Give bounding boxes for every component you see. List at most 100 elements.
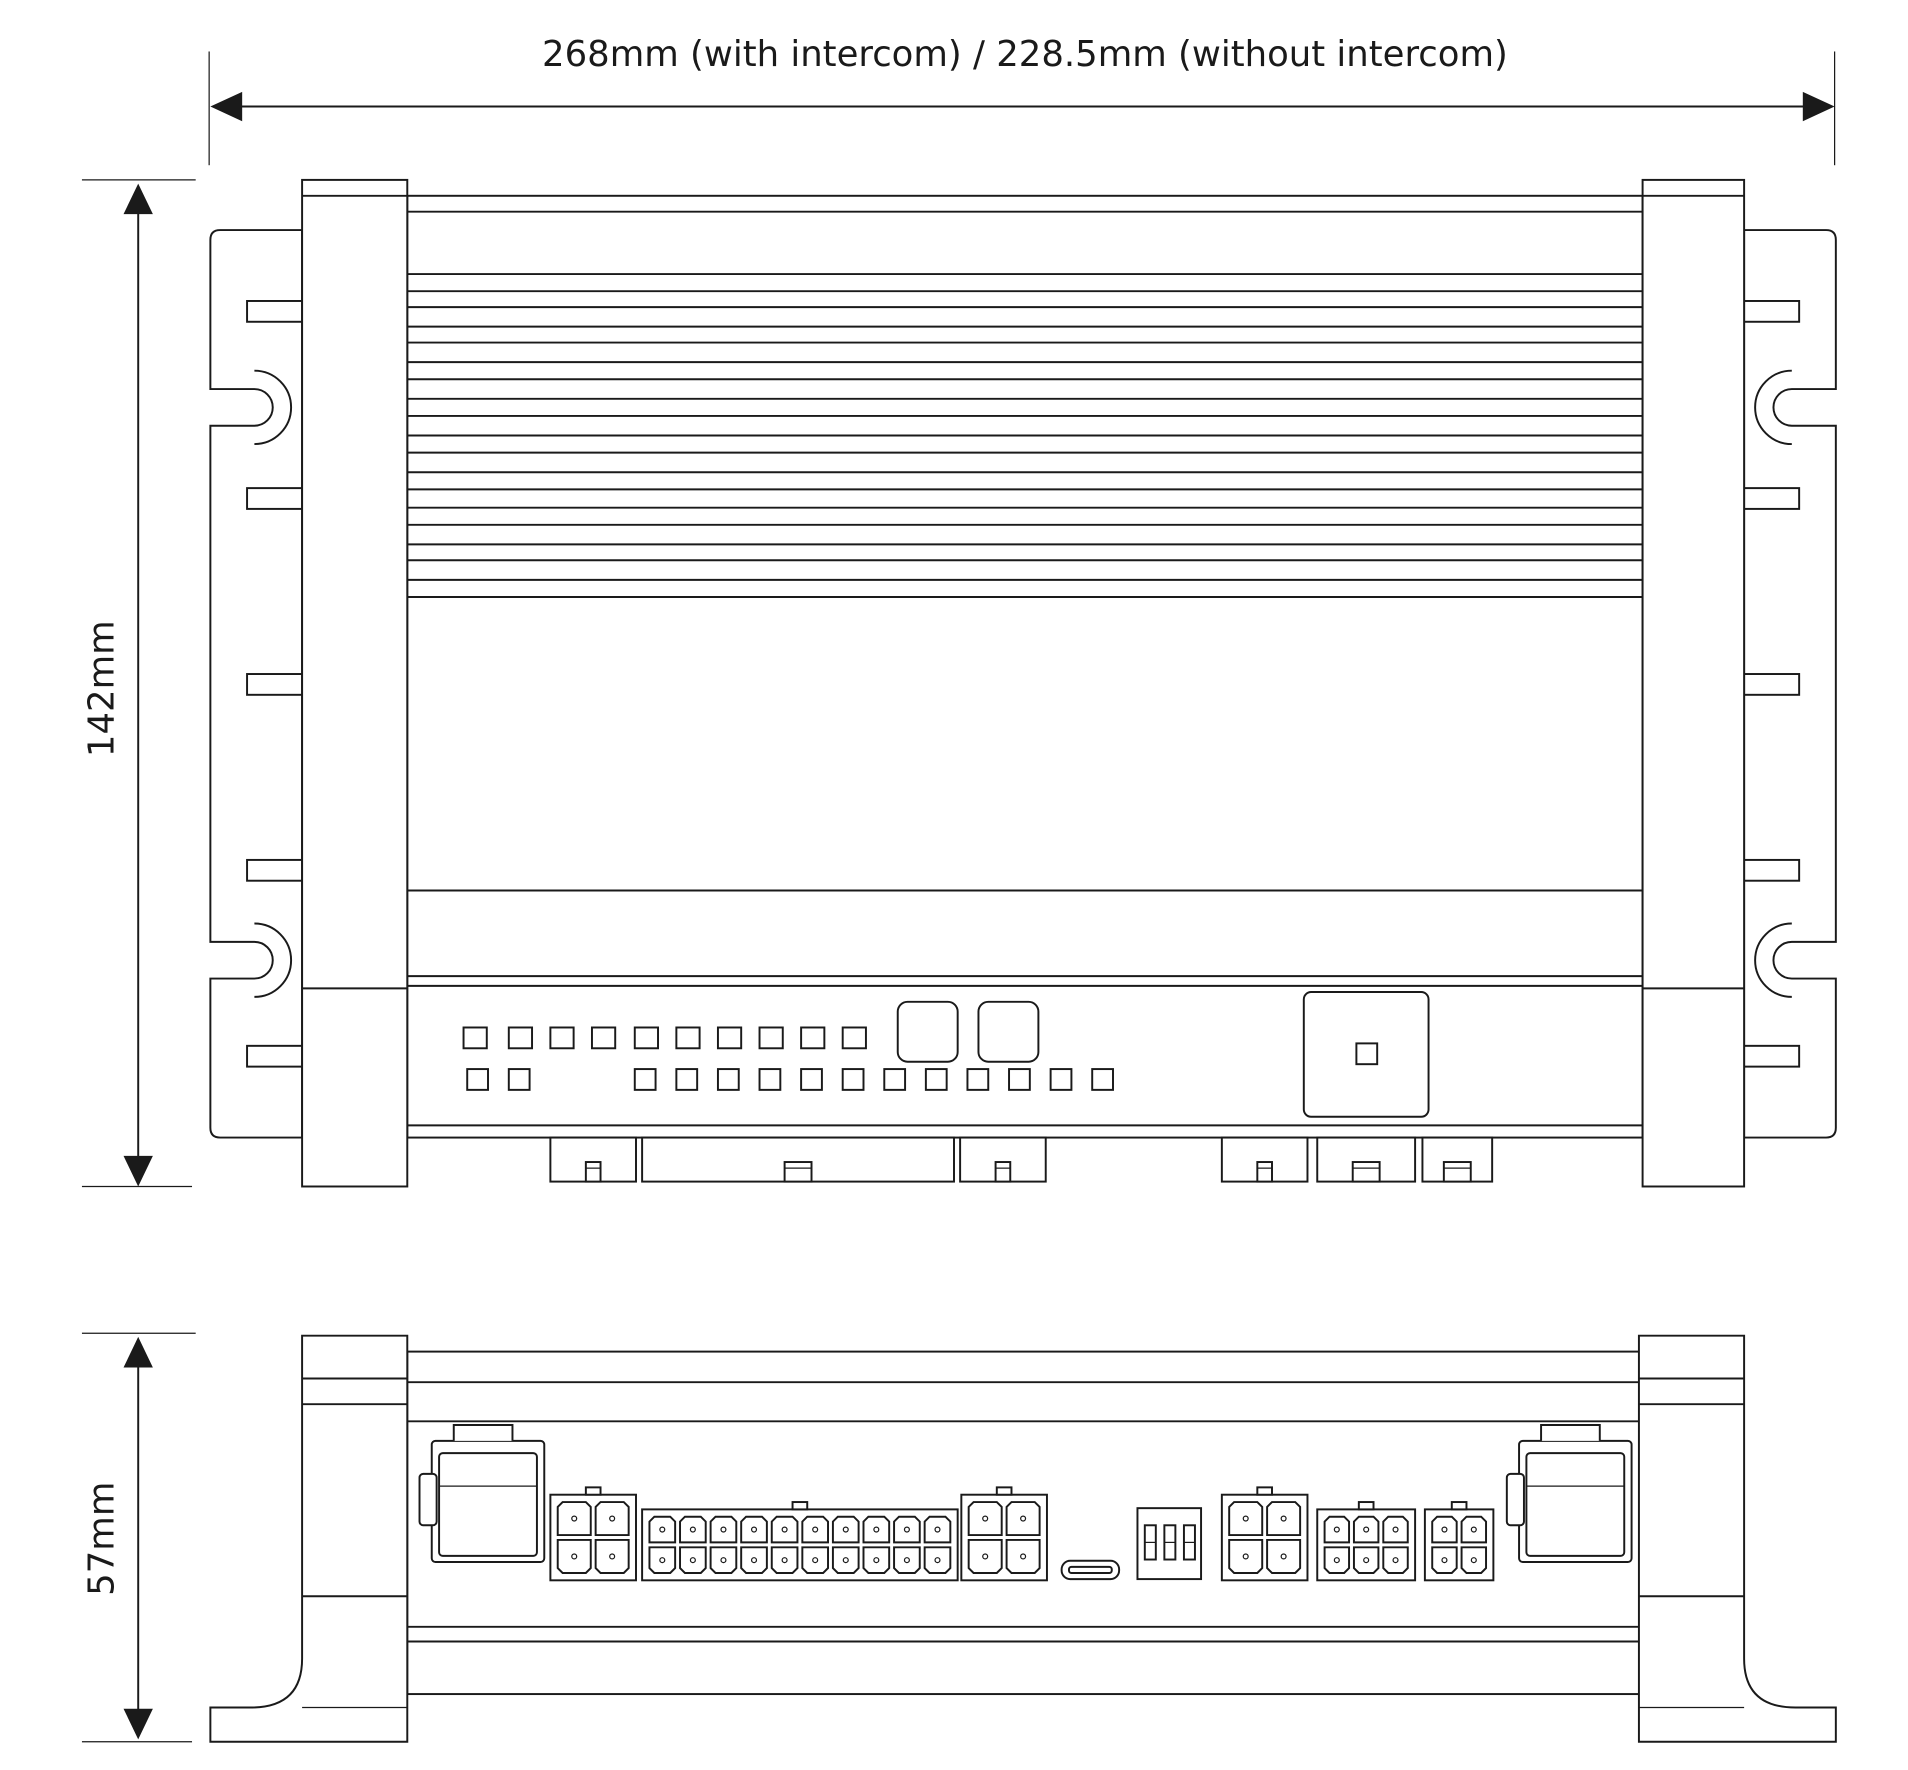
- cap-foot: [1637, 1334, 1837, 1743]
- flange-tab: [1743, 673, 1801, 696]
- pin-contact: [842, 1526, 849, 1533]
- connector-pin: [1431, 1515, 1458, 1544]
- connector-pin: [1460, 1515, 1488, 1544]
- connector-clip: [1505, 1472, 1525, 1527]
- 4-pin-connector: [960, 1493, 1048, 1582]
- pin-contact: [720, 1526, 727, 1533]
- pin-contact: [982, 1515, 989, 1522]
- top-view: [209, 178, 1837, 1188]
- led-indicator: [462, 1026, 488, 1050]
- led-indicator: [1049, 1068, 1073, 1091]
- pin-contact: [781, 1557, 788, 1564]
- flange-tab: [1743, 300, 1801, 323]
- led-indicator: [966, 1068, 990, 1091]
- connector-pin: [1460, 1546, 1488, 1574]
- connector-pin: [923, 1515, 952, 1544]
- connector-pin: [801, 1546, 830, 1574]
- connector-pin: [1323, 1546, 1351, 1574]
- 4-pin-connector: [1220, 1493, 1309, 1582]
- pin-contact: [659, 1557, 666, 1564]
- pin-contact: [982, 1553, 989, 1560]
- connector-pin: [831, 1546, 860, 1574]
- 4-pin-connector: [1423, 1508, 1495, 1582]
- led-indicator: [633, 1068, 657, 1091]
- pin-contact: [934, 1526, 941, 1533]
- connector-latch: [994, 1161, 1012, 1183]
- connector-port: [1525, 1452, 1626, 1557]
- pin-contact: [689, 1557, 696, 1564]
- connector-pin: [740, 1546, 768, 1574]
- pin-contact: [1280, 1515, 1287, 1522]
- pin-contact: [1470, 1557, 1477, 1564]
- pin-contact: [1333, 1526, 1340, 1533]
- connector-pin: [740, 1515, 768, 1544]
- connector-latch: [791, 1501, 809, 1511]
- 4-pin-connector: [549, 1493, 637, 1582]
- led-indicator: [758, 1068, 782, 1091]
- connector-pin: [1228, 1538, 1264, 1574]
- flange-tab: [246, 1044, 304, 1068]
- connector-pin: [594, 1538, 630, 1574]
- pin-contact: [842, 1557, 849, 1564]
- connector-pin: [679, 1515, 707, 1544]
- pin-contact: [1441, 1557, 1448, 1564]
- connector-pin: [967, 1501, 1003, 1537]
- connector-pin: [1266, 1501, 1302, 1537]
- connector-pin: [1228, 1501, 1264, 1537]
- mounting-flange: [1743, 229, 1837, 1139]
- cap-foot: [209, 1334, 409, 1743]
- connector-pin: [967, 1538, 1003, 1574]
- connector-pin: [1382, 1546, 1409, 1574]
- connector-latch: [584, 1161, 602, 1183]
- connector-latch: [995, 1486, 1013, 1496]
- connector-pin: [831, 1515, 860, 1544]
- flange-tab: [1743, 1044, 1801, 1068]
- slot-rim: [254, 369, 292, 446]
- hdmi-port-inner: [1067, 1565, 1113, 1574]
- connector-pin: [648, 1515, 677, 1544]
- connector-pin: [1323, 1515, 1351, 1544]
- end-cap: [301, 178, 409, 1188]
- end-cap-side: [1637, 1334, 1837, 1743]
- pin-contact: [1363, 1557, 1370, 1564]
- front-button: [896, 1000, 959, 1063]
- pin-contact: [1333, 1557, 1340, 1564]
- width-dimension: 268mm (with intercom) / 228.5mm (without…: [208, 34, 1836, 166]
- connector-latch: [783, 1161, 813, 1183]
- pin-contact: [720, 1557, 727, 1564]
- connector-latch: [452, 1424, 514, 1441]
- end-cap: [1641, 178, 1746, 1188]
- width-label: 268mm (with intercom) / 228.5mm (without…: [542, 34, 1508, 75]
- pin-contact: [812, 1526, 819, 1533]
- pin-contact: [750, 1557, 758, 1564]
- slot-rim: [1754, 369, 1792, 446]
- end-cap-side: [209, 1334, 409, 1743]
- pin-contact: [1020, 1515, 1027, 1522]
- connector-pin: [770, 1546, 799, 1574]
- top-height-dimension: 142mm: [82, 179, 196, 1188]
- connector-pin: [1352, 1546, 1380, 1574]
- connector-pin: [1266, 1538, 1302, 1574]
- side-view: [209, 1334, 1837, 1743]
- flange-tab: [246, 858, 304, 882]
- connector-pin: [1352, 1515, 1380, 1544]
- display-sensor: [1355, 1042, 1379, 1066]
- front-button: [977, 1000, 1040, 1063]
- connector-pin: [594, 1501, 630, 1537]
- pin-contact: [1392, 1526, 1399, 1533]
- pin-contact: [1363, 1526, 1370, 1533]
- led-indicator: [675, 1068, 699, 1091]
- slot-rim: [254, 922, 292, 998]
- led-indicator: [1008, 1068, 1031, 1091]
- flange-tab: [246, 300, 304, 323]
- connector-latch: [1256, 1486, 1273, 1496]
- 6-pin-connector: [1316, 1508, 1417, 1582]
- connector-port: [438, 1452, 538, 1557]
- 20-pin-connector: [641, 1508, 959, 1582]
- connector-latch: [1442, 1161, 1472, 1183]
- led-indicator: [466, 1068, 489, 1091]
- connector-latch: [1351, 1161, 1381, 1183]
- pin-contact: [873, 1526, 880, 1533]
